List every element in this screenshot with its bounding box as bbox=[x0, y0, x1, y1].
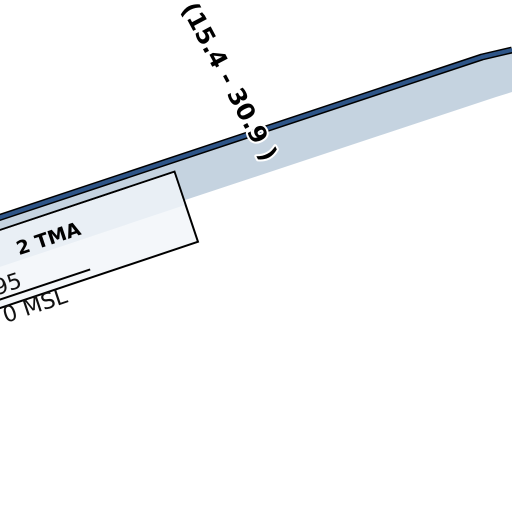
airspace-boundary bbox=[0, 48, 512, 220]
label-box-header bbox=[0, 172, 185, 282]
limit-separator bbox=[0, 268, 91, 313]
